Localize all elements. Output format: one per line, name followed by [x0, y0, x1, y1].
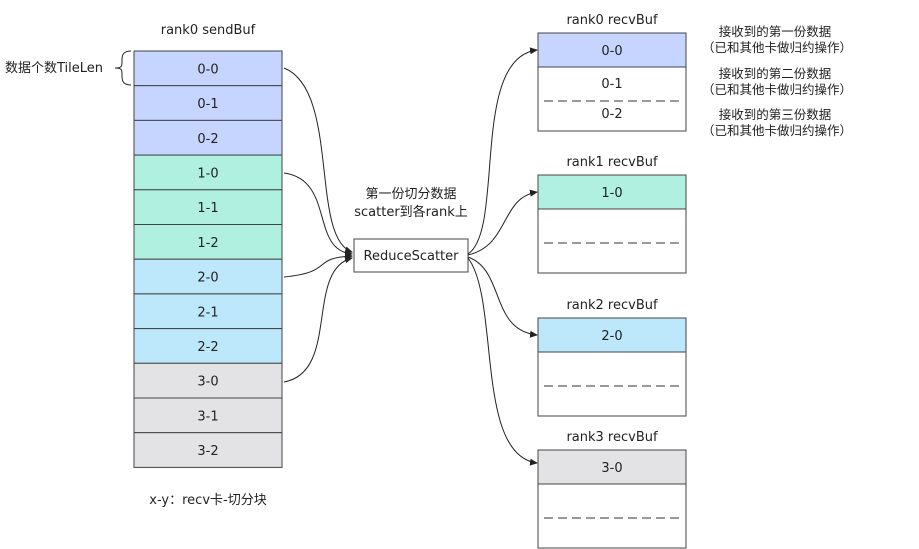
sendbuf-cell-label: 1-1 [197, 201, 218, 216]
sendbuf-title: rank0 sendBuf [161, 23, 256, 38]
sendbuf-cell-label: 2-0 [197, 271, 218, 286]
flow-op-to-rank2 [467, 256, 538, 338]
flow-3-0-to-op [283, 256, 353, 383]
sendbuf-cell-label: 0-1 [197, 97, 218, 112]
recvbuf-received-label: 3-0 [601, 461, 622, 476]
sendbuf-cell-0-1 [133, 85, 283, 121]
recv-note-line1: 接收到的第二份数据 [719, 66, 832, 81]
flow-0-0-to-op [283, 67, 353, 254]
recvbuf-received-label: 0-0 [601, 44, 622, 59]
tile-length-note: 数据个数TileLen [5, 61, 103, 76]
sendbuf-cell-3-0 [133, 362, 283, 399]
recvbuf-rank3-received-cell [537, 449, 687, 485]
sendbuf-cell-label: 3-2 [197, 444, 218, 459]
sendbuf-cell-label: 2-2 [197, 340, 218, 355]
reducescatter-label: ReduceScatter [364, 249, 460, 264]
scatter-caption-line2: scatter到各rank上 [354, 204, 468, 220]
recvbuf-title-rank3: rank3 recvBuf [566, 430, 658, 445]
chunk-legend: x-y：recv卡-切分块 [149, 493, 266, 508]
sendbuf-cell-label: 3-0 [197, 375, 218, 390]
recv-notes: 接收到的第一份数据（已和其他卡做归约操作）接收到的第二份数据（已和其他卡做归约操… [702, 24, 852, 138]
sendbuf-cell-0-2 [133, 119, 283, 156]
sendbuf-cell-label: 0-0 [197, 62, 218, 77]
recv-note-line2: （已和其他卡做归约操作） [702, 82, 852, 97]
sendbuf-cell-0-0 [133, 50, 283, 87]
sendbuf-cell-3-2 [133, 432, 283, 468]
recvbuf-rank2-remaining [537, 351, 687, 417]
flow-op-to-rank1 [467, 189, 538, 256]
reducescatter-box [353, 238, 469, 273]
recvbuf-rank0-received-cell [537, 32, 687, 68]
sendbuf-cell-3-1 [133, 397, 283, 434]
recvbuf-rank3-remaining [537, 483, 687, 549]
recv-note-line1: 接收到的第三份数据 [719, 107, 832, 122]
recvbuf-title-rank2: rank2 recvBuf [566, 298, 658, 313]
flow-2-0-to-op [283, 252, 353, 278]
sendbuf-cell-label: 1-2 [197, 236, 218, 251]
recvbuf-received-label: 1-0 [601, 186, 622, 201]
recvbuf-rank2-received-cell [537, 317, 687, 353]
recvbuf-pending-label: 0-1 [601, 77, 622, 92]
recvbuf-group: rank0 recvBuf 0-0 0-1 0-2 rank1 recvBuf 1-0 ra… [537, 13, 687, 549]
sendbuf-cell-1-2 [133, 224, 283, 260]
recvbuf-title-rank0: rank0 recvBuf [566, 13, 658, 28]
sendbuf-cell-label: 3-1 [197, 409, 218, 424]
sendbuf-cell-2-1 [133, 293, 283, 330]
recv-note-line2: （已和其他卡做归约操作） [702, 40, 852, 55]
recvbuf-pending-label: 0-2 [601, 107, 622, 122]
recvbuf-rank0-remaining [537, 66, 687, 132]
recv-note-line2: （已和其他卡做归约操作） [702, 123, 852, 138]
sendbuf-column: 0-0 0-1 0-2 1-0 1-1 1-2 2-0 2-1 2-2 3-0 3-1 3-2 [133, 50, 283, 468]
sendbuf-cell-1-0 [133, 154, 283, 191]
recv-note-line1: 接收到的第一份数据 [719, 24, 832, 39]
sendbuf-cell-label: 0-2 [197, 132, 218, 147]
recvbuf-received-label: 2-0 [601, 329, 622, 344]
flow-op-to-rank0 [467, 47, 538, 255]
recvbuf-rank1-remaining [537, 208, 687, 274]
flow-1-0-to-op [283, 172, 353, 257]
flow-op-to-rank3 [467, 257, 538, 466]
sendbuf-cell-label: 2-1 [197, 305, 218, 320]
tile-brace [114, 50, 132, 86]
recvbuf-rank1-received-cell [537, 174, 687, 210]
sendbuf-cell-label: 1-0 [197, 166, 218, 181]
scatter-caption-line1: 第一份切分数据 [365, 187, 456, 202]
recvbuf-title-rank1: rank1 recvBuf [566, 155, 658, 170]
